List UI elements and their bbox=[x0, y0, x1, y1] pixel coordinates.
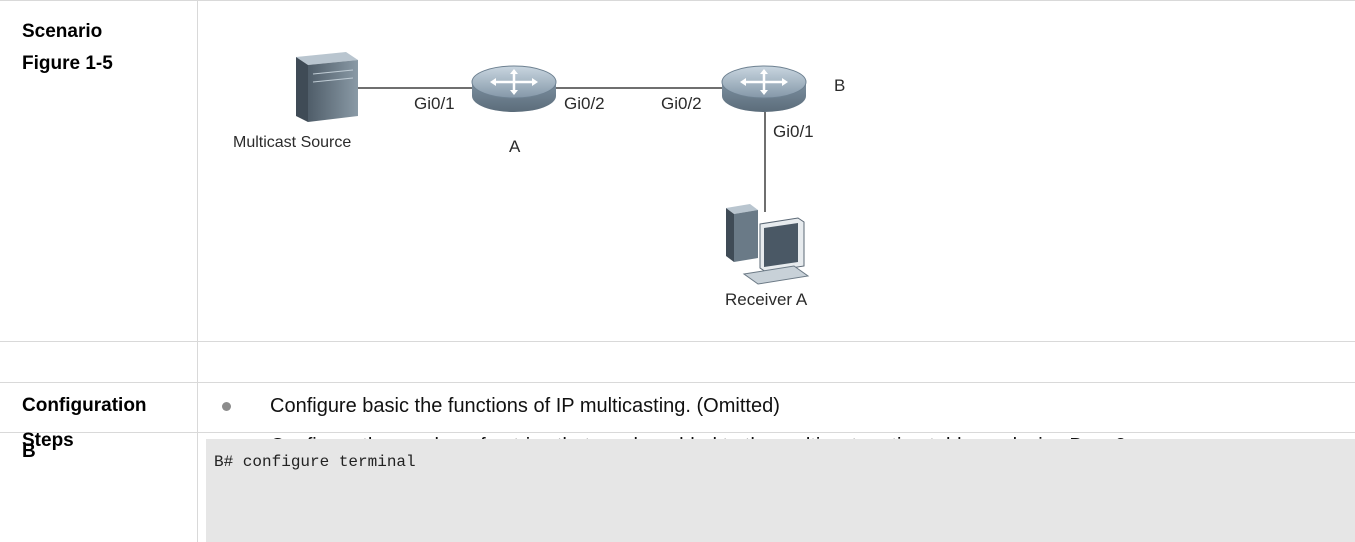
configuration-steps-label-line2: Steps bbox=[22, 430, 74, 451]
scenario-label: Scenario Figure 1-5 bbox=[22, 16, 113, 80]
device-b-label: B bbox=[22, 441, 36, 462]
multicast-source-server-icon bbox=[296, 52, 358, 122]
bullet-icon bbox=[222, 402, 231, 411]
receiver-a-label: Receiver A bbox=[725, 290, 808, 309]
router-a-icon bbox=[471, 65, 557, 112]
port-a-gi02-label: Gi0/2 bbox=[564, 94, 605, 113]
configuration-steps-label-line1: Configuration bbox=[22, 395, 147, 416]
port-a-gi01-label: Gi0/1 bbox=[414, 94, 455, 113]
table-top-border bbox=[0, 0, 1355, 1]
code-line: B# configure terminal bbox=[214, 453, 416, 471]
receiver-a-computer-icon bbox=[726, 204, 810, 285]
router-b-icon bbox=[721, 65, 807, 112]
port-b-gi01-label: Gi0/1 bbox=[773, 122, 814, 141]
row-divider-3 bbox=[0, 432, 1355, 433]
router-a-label: A bbox=[509, 137, 521, 156]
table-column-divider bbox=[197, 0, 198, 542]
list-item: Configure basic the functions of IP mult… bbox=[198, 386, 1348, 426]
multicast-source-label: Multicast Source bbox=[233, 134, 351, 151]
port-b-gi02-label: Gi0/2 bbox=[661, 94, 702, 113]
code-block: B# configure terminal bbox=[206, 439, 1355, 542]
router-b-label: B bbox=[834, 76, 845, 95]
scenario-label-line1: Scenario bbox=[22, 21, 103, 42]
row-divider-2 bbox=[0, 382, 1355, 383]
network-topology-diagram: Multicast Source A B Receiver A Gi0/1 Gi… bbox=[198, 12, 1355, 342]
row-divider-1 bbox=[0, 341, 1355, 342]
scenario-label-line2: Figure 1-5 bbox=[22, 53, 113, 74]
step-text: Configure basic the functions of IP mult… bbox=[270, 395, 780, 417]
configuration-steps-label: Configuration Steps bbox=[22, 390, 147, 457]
